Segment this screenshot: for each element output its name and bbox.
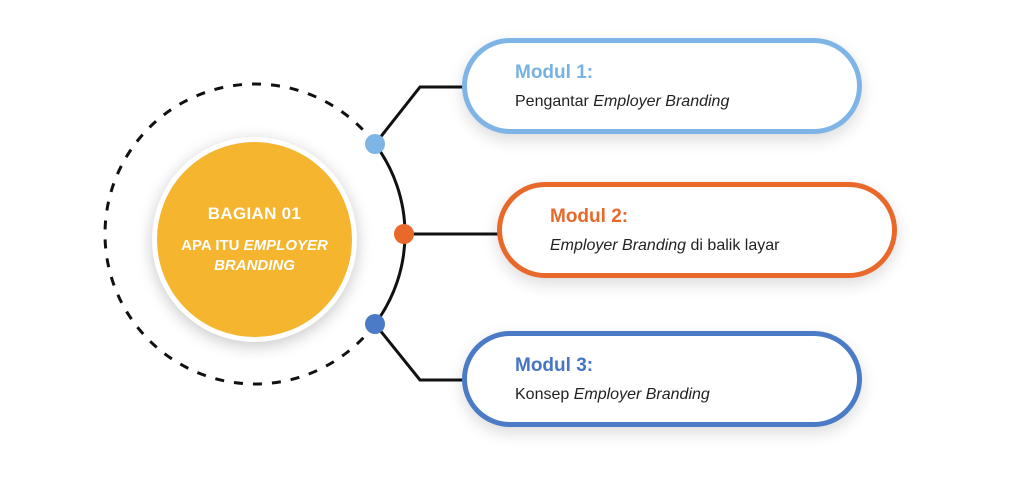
module-title: Modul 3: [515, 354, 594, 376]
module-desc-em: Employer Branding [593, 92, 730, 110]
section-subtitle-em: EMPLOYER BRANDING [214, 236, 328, 274]
node-dot-modul-1 [365, 134, 385, 154]
module-desc-prefix: Konsep [515, 385, 574, 403]
module-desc-em: Employer Branding [573, 385, 710, 403]
module-title: Modul 1: [515, 61, 594, 83]
module-description: Konsep Employer Branding [515, 386, 857, 404]
module-desc-suffix: di balik layar [686, 236, 780, 254]
module-desc-em: Employer Branding [550, 236, 687, 254]
module-desc-prefix: Pengantar [515, 92, 594, 110]
section-subtitle-plain: APA ITU [181, 236, 244, 254]
module-card-3[interactable]: Modul 3: Konsep Employer Branding [462, 331, 862, 427]
section-subtitle: APA ITU EMPLOYER BRANDING [157, 236, 352, 276]
module-card-1[interactable]: Modul 1: Pengantar Employer Branding [462, 38, 862, 134]
section-title: BAGIAN 01 [207, 203, 302, 223]
module-title: Modul 2: [550, 205, 629, 227]
module-card-2[interactable]: Modul 2: Employer Branding di balik laya… [497, 182, 897, 278]
dashed-ring-arc [103, 82, 377, 386]
center-section-circle: BAGIAN 01 APA ITU EMPLOYER BRANDING [152, 137, 357, 342]
connector-modul-3 [373, 323, 463, 382]
node-dot-modul-2 [394, 224, 414, 244]
node-dot-modul-3 [365, 314, 385, 334]
module-description: Employer Branding di balik layar [550, 237, 892, 255]
connector-modul-1 [373, 85, 463, 145]
module-description: Pengantar Employer Branding [515, 93, 857, 111]
